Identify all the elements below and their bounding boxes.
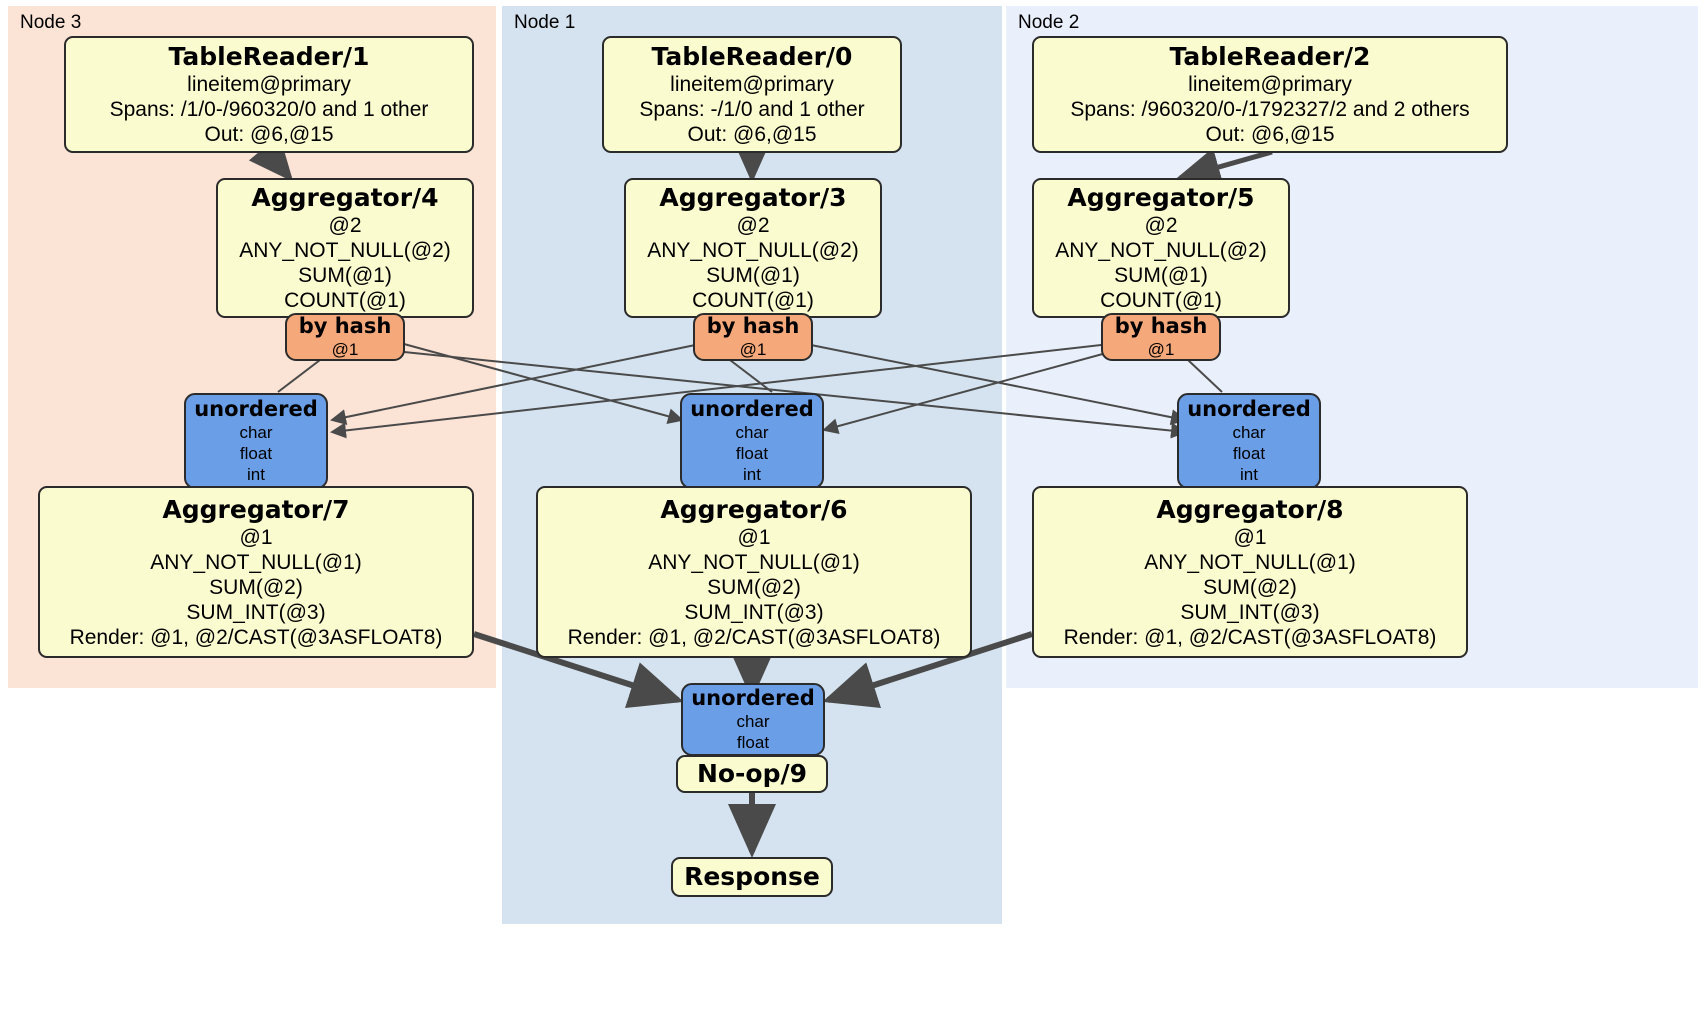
receiver-node1[interactable]: unordered char float int bbox=[680, 393, 824, 489]
aggregator-3[interactable]: Aggregator/3 @2 ANY_NOT_NULL(@2) SUM(@1)… bbox=[624, 178, 882, 318]
receiver-node2-type-1: float bbox=[1232, 444, 1266, 463]
noop-9-title: No-op/9 bbox=[696, 759, 808, 788]
receiver-node3[interactable]: unordered char float int bbox=[184, 393, 328, 489]
table-reader-1-table: lineitem@primary bbox=[187, 73, 351, 96]
aggregator-6-agg-0: ANY_NOT_NULL(@1) bbox=[648, 550, 860, 574]
hash-router-node2-col: @1 bbox=[1147, 340, 1175, 359]
aggregator-7-render: Render: @1, @2/CAST(@3ASFLOAT8) bbox=[69, 625, 443, 649]
panel-node2-label: Node 2 bbox=[1018, 12, 1080, 33]
final-receiver-type-1: float bbox=[736, 733, 770, 752]
receiver-node1-title: unordered bbox=[690, 397, 814, 421]
aggregator-5-agg-0: ANY_NOT_NULL(@2) bbox=[1055, 239, 1267, 262]
aggregator-8-render: Render: @1, @2/CAST(@3ASFLOAT8) bbox=[1063, 625, 1437, 649]
hash-router-node3[interactable]: by hash @1 bbox=[285, 313, 405, 361]
response-title: Response bbox=[684, 862, 820, 891]
hash-router-node3-col: @1 bbox=[331, 340, 359, 359]
table-reader-2-out: Out: @6,@15 bbox=[1205, 123, 1335, 146]
hash-router-node2[interactable]: by hash @1 bbox=[1101, 313, 1221, 361]
receiver-node2-type-0: char bbox=[1232, 423, 1266, 442]
aggregator-7[interactable]: Aggregator/7 @1 ANY_NOT_NULL(@1) SUM(@2)… bbox=[38, 486, 474, 658]
aggregator-4-agg-1: SUM(@1) bbox=[298, 264, 392, 287]
table-reader-0-title: TableReader/0 bbox=[651, 42, 853, 71]
final-receiver[interactable]: unordered char float bbox=[681, 683, 825, 756]
aggregator-8-group: @1 bbox=[1233, 525, 1267, 549]
receiver-node3-type-1: float bbox=[239, 444, 273, 463]
aggregator-3-title: Aggregator/3 bbox=[659, 183, 847, 212]
aggregator-8-agg-2: SUM_INT(@3) bbox=[1180, 600, 1320, 624]
aggregator-6-agg-1: SUM(@2) bbox=[707, 575, 801, 599]
aggregator-3-agg-0: ANY_NOT_NULL(@2) bbox=[647, 239, 859, 262]
aggregator-3-agg-2: COUNT(@1) bbox=[692, 289, 814, 312]
table-reader-1-spans: Spans: /1/0-/960320/0 and 1 other bbox=[109, 98, 429, 121]
receiver-node3-type-0: char bbox=[239, 423, 273, 442]
table-reader-0-out: Out: @6,@15 bbox=[687, 123, 817, 146]
aggregator-6-group: @1 bbox=[737, 525, 771, 549]
table-reader-1-title: TableReader/1 bbox=[168, 42, 370, 71]
hash-router-node1-title: by hash bbox=[706, 314, 800, 338]
receiver-node2-title: unordered bbox=[1187, 397, 1311, 421]
aggregator-8[interactable]: Aggregator/8 @1 ANY_NOT_NULL(@1) SUM(@2)… bbox=[1032, 486, 1468, 658]
aggregator-5-agg-2: COUNT(@1) bbox=[1100, 289, 1222, 312]
table-reader-1-out: Out: @6,@15 bbox=[204, 123, 334, 146]
aggregator-5-agg-1: SUM(@1) bbox=[1114, 264, 1208, 287]
aggregator-6[interactable]: Aggregator/6 @1 ANY_NOT_NULL(@1) SUM(@2)… bbox=[536, 486, 972, 658]
aggregator-5[interactable]: Aggregator/5 @2 ANY_NOT_NULL(@2) SUM(@1)… bbox=[1032, 178, 1290, 318]
receiver-node2-type-2: int bbox=[1240, 465, 1258, 484]
receiver-node1-type-0: char bbox=[735, 423, 769, 442]
aggregator-7-title: Aggregator/7 bbox=[162, 494, 350, 524]
aggregator-4-agg-2: COUNT(@1) bbox=[284, 289, 406, 312]
table-reader-0-spans: Spans: -/1/0 and 1 other bbox=[639, 98, 865, 121]
aggregator-8-agg-1: SUM(@2) bbox=[1203, 575, 1297, 599]
hash-router-node1[interactable]: by hash @1 bbox=[693, 313, 813, 361]
final-receiver-type-0: char bbox=[736, 712, 770, 731]
aggregator-4[interactable]: Aggregator/4 @2 ANY_NOT_NULL(@2) SUM(@1)… bbox=[216, 178, 474, 318]
hash-router-node3-title: by hash bbox=[298, 314, 392, 338]
table-reader-2-spans: Spans: /960320/0-/1792327/2 and 2 others bbox=[1070, 98, 1470, 121]
final-receiver-title: unordered bbox=[691, 686, 815, 710]
receiver-node1-type-2: int bbox=[743, 465, 761, 484]
aggregator-8-agg-0: ANY_NOT_NULL(@1) bbox=[1144, 550, 1356, 574]
table-reader-1[interactable]: TableReader/1 lineitem@primary Spans: /1… bbox=[64, 36, 474, 153]
aggregator-7-agg-2: SUM_INT(@3) bbox=[186, 600, 326, 624]
aggregator-7-group: @1 bbox=[239, 525, 273, 549]
aggregator-8-title: Aggregator/8 bbox=[1156, 494, 1344, 524]
panel-node3-label: Node 3 bbox=[20, 12, 82, 33]
aggregator-6-title: Aggregator/6 bbox=[660, 494, 848, 524]
table-reader-2-title: TableReader/2 bbox=[1169, 42, 1371, 71]
aggregator-4-title: Aggregator/4 bbox=[251, 183, 439, 212]
aggregator-4-group: @2 bbox=[328, 214, 362, 237]
receiver-node2[interactable]: unordered char float int bbox=[1177, 393, 1321, 489]
noop-9[interactable]: No-op/9 bbox=[676, 755, 828, 793]
aggregator-6-render: Render: @1, @2/CAST(@3ASFLOAT8) bbox=[567, 625, 941, 649]
table-reader-2[interactable]: TableReader/2 lineitem@primary Spans: /9… bbox=[1032, 36, 1508, 153]
hash-router-node1-col: @1 bbox=[739, 340, 767, 359]
hash-router-node2-title: by hash bbox=[1114, 314, 1208, 338]
response-node[interactable]: Response bbox=[671, 857, 833, 897]
aggregator-7-agg-0: ANY_NOT_NULL(@1) bbox=[150, 550, 362, 574]
aggregator-5-title: Aggregator/5 bbox=[1067, 183, 1255, 212]
aggregator-3-group: @2 bbox=[736, 214, 770, 237]
aggregator-6-agg-2: SUM_INT(@3) bbox=[684, 600, 824, 624]
table-reader-0[interactable]: TableReader/0 lineitem@primary Spans: -/… bbox=[602, 36, 902, 153]
panel-node1-label: Node 1 bbox=[514, 12, 576, 33]
receiver-node3-title: unordered bbox=[194, 397, 318, 421]
aggregator-7-agg-1: SUM(@2) bbox=[209, 575, 303, 599]
aggregator-4-agg-0: ANY_NOT_NULL(@2) bbox=[239, 239, 451, 262]
table-reader-2-table: lineitem@primary bbox=[1188, 73, 1352, 96]
receiver-node1-type-1: float bbox=[735, 444, 769, 463]
aggregator-3-agg-1: SUM(@1) bbox=[706, 264, 800, 287]
receiver-node3-type-2: int bbox=[247, 465, 265, 484]
table-reader-0-table: lineitem@primary bbox=[670, 73, 834, 96]
aggregator-5-group: @2 bbox=[1144, 214, 1178, 237]
